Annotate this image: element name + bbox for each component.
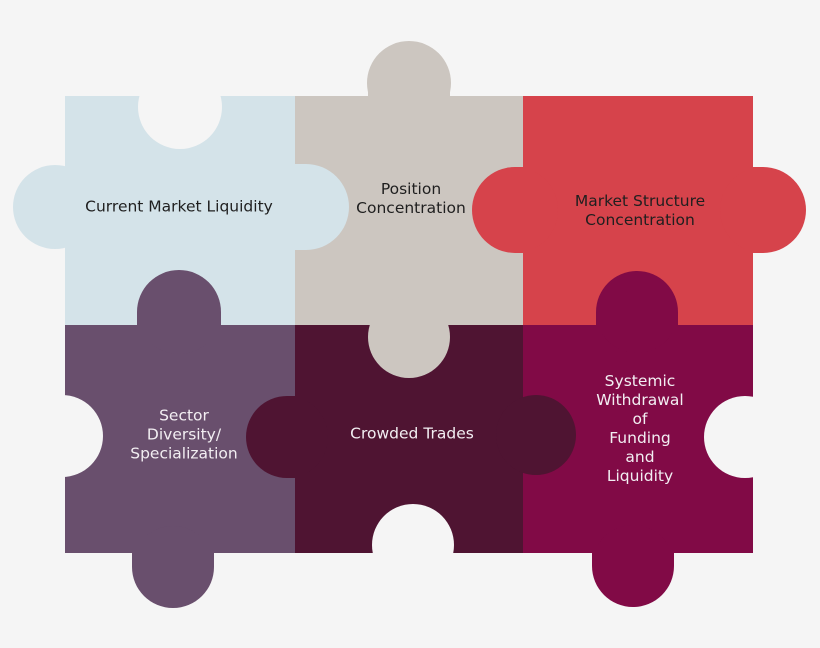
piece-market-structure-concentration [472,96,806,325]
piece-systemic-withdrawal [496,271,786,607]
